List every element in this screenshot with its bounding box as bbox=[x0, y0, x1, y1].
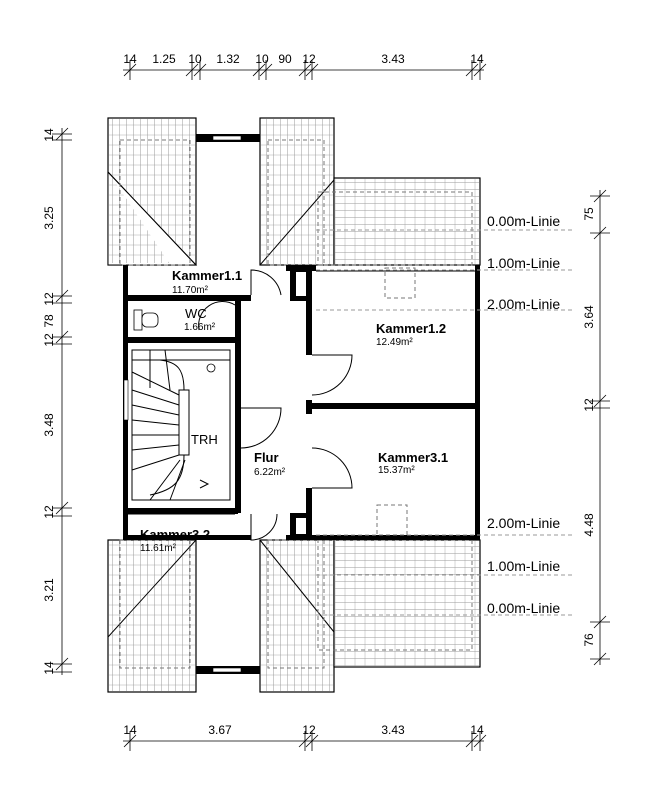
room-area: 1.66m² bbox=[184, 322, 216, 333]
room-area: 12.49m² bbox=[376, 337, 413, 348]
dim-bottom-3: 12 bbox=[302, 723, 316, 737]
dim-top-6: 90 bbox=[278, 52, 292, 66]
dim-top-5: 10 bbox=[255, 52, 269, 66]
linie-label: 1.00m-Linie bbox=[487, 255, 560, 271]
dim-top-7: 12 bbox=[302, 52, 316, 66]
dim-right-3: 12 bbox=[582, 398, 596, 412]
roof-top-right bbox=[259, 117, 481, 266]
linie-label: 1.00m-Linie bbox=[487, 558, 560, 574]
linie-label: 2.00m-Linie bbox=[487, 515, 560, 531]
dim-bottom-1: 14 bbox=[123, 723, 137, 737]
room-name: Kammer3.2 bbox=[140, 527, 210, 542]
room-kammer3-1: Kammer3.1 15.37m² bbox=[378, 450, 448, 476]
room-name: Kammer1.1 bbox=[172, 268, 242, 283]
dim-left-1: 14 bbox=[42, 128, 56, 142]
linie-label: 2.00m-Linie bbox=[487, 296, 560, 312]
room-wc: WC 1.66m² bbox=[184, 306, 216, 333]
height-line-labels: 0.00m-Linie 1.00m-Linie 2.00m-Linie 2.00… bbox=[487, 213, 560, 616]
room-kammer1-2: Kammer1.2 12.49m² bbox=[376, 321, 446, 348]
dim-right-1: 75 bbox=[582, 207, 596, 221]
dim-bottom-2: 3.67 bbox=[208, 723, 232, 737]
room-name: Flur bbox=[254, 450, 279, 465]
dimension-chain-top: 14 1.25 10 1.32 10 90 12 3.43 14 bbox=[123, 52, 487, 80]
gable-window-bottom bbox=[196, 666, 260, 674]
room-area: 11.70m² bbox=[172, 285, 209, 296]
room-area: 15.37m² bbox=[378, 465, 415, 476]
walls bbox=[123, 265, 480, 540]
dim-bottom-4: 3.43 bbox=[381, 723, 405, 737]
room-flur: Flur 6.22m² bbox=[254, 450, 286, 478]
toilet-icon bbox=[133, 309, 159, 331]
room-trh: TRH bbox=[191, 432, 218, 447]
dimension-chain-left: 14 3.25 12 78 12 3.48 12 3.21 14 bbox=[42, 127, 72, 675]
gable-window-top bbox=[196, 134, 260, 142]
roof-bottom-left bbox=[107, 539, 197, 693]
dim-right-5: 76 bbox=[582, 633, 596, 647]
dim-top-1: 14 bbox=[123, 52, 137, 66]
dim-right-2: 3.64 bbox=[582, 305, 596, 329]
staircase bbox=[131, 349, 231, 501]
roof-bottom-right bbox=[259, 539, 481, 693]
dim-left-3: 12 bbox=[42, 292, 56, 306]
dim-top-8: 3.43 bbox=[381, 52, 405, 66]
dimension-chain-bottom: 14 3.67 12 3.43 14 bbox=[123, 723, 487, 751]
doors bbox=[198, 269, 353, 541]
room-area: 11.61m² bbox=[140, 543, 177, 554]
dim-left-4: 78 bbox=[42, 314, 56, 328]
linie-label: 0.00m-Linie bbox=[487, 600, 560, 616]
dimension-chain-right: 75 3.64 12 4.48 76 bbox=[582, 189, 610, 666]
dim-left-7: 12 bbox=[42, 505, 56, 519]
height-lines bbox=[316, 229, 575, 616]
room-kammer3-2: Kammer3.2 11.61m² bbox=[140, 527, 210, 554]
linie-label: 0.00m-Linie bbox=[487, 213, 560, 229]
dim-top-4: 1.32 bbox=[216, 52, 240, 66]
dim-left-5: 12 bbox=[42, 333, 56, 347]
dim-top-9: 14 bbox=[470, 52, 484, 66]
room-area: 6.22m² bbox=[254, 467, 286, 478]
dim-bottom-5: 14 bbox=[470, 723, 484, 737]
dim-left-2: 3.25 bbox=[42, 206, 56, 230]
room-name: Kammer3.1 bbox=[378, 450, 448, 465]
dim-left-9: 14 bbox=[42, 661, 56, 675]
room-name: WC bbox=[185, 306, 207, 321]
dim-left-6: 3.48 bbox=[42, 413, 56, 437]
dim-left-8: 3.21 bbox=[42, 578, 56, 602]
roof-top-left bbox=[107, 117, 198, 266]
room-name: Kammer1.2 bbox=[376, 321, 446, 336]
dim-right-4: 4.48 bbox=[582, 513, 596, 537]
dim-top-2: 1.25 bbox=[152, 52, 176, 66]
dim-top-3: 10 bbox=[188, 52, 202, 66]
room-name: TRH bbox=[191, 432, 218, 447]
room-kammer1-1: Kammer1.1 11.70m² bbox=[172, 268, 242, 296]
